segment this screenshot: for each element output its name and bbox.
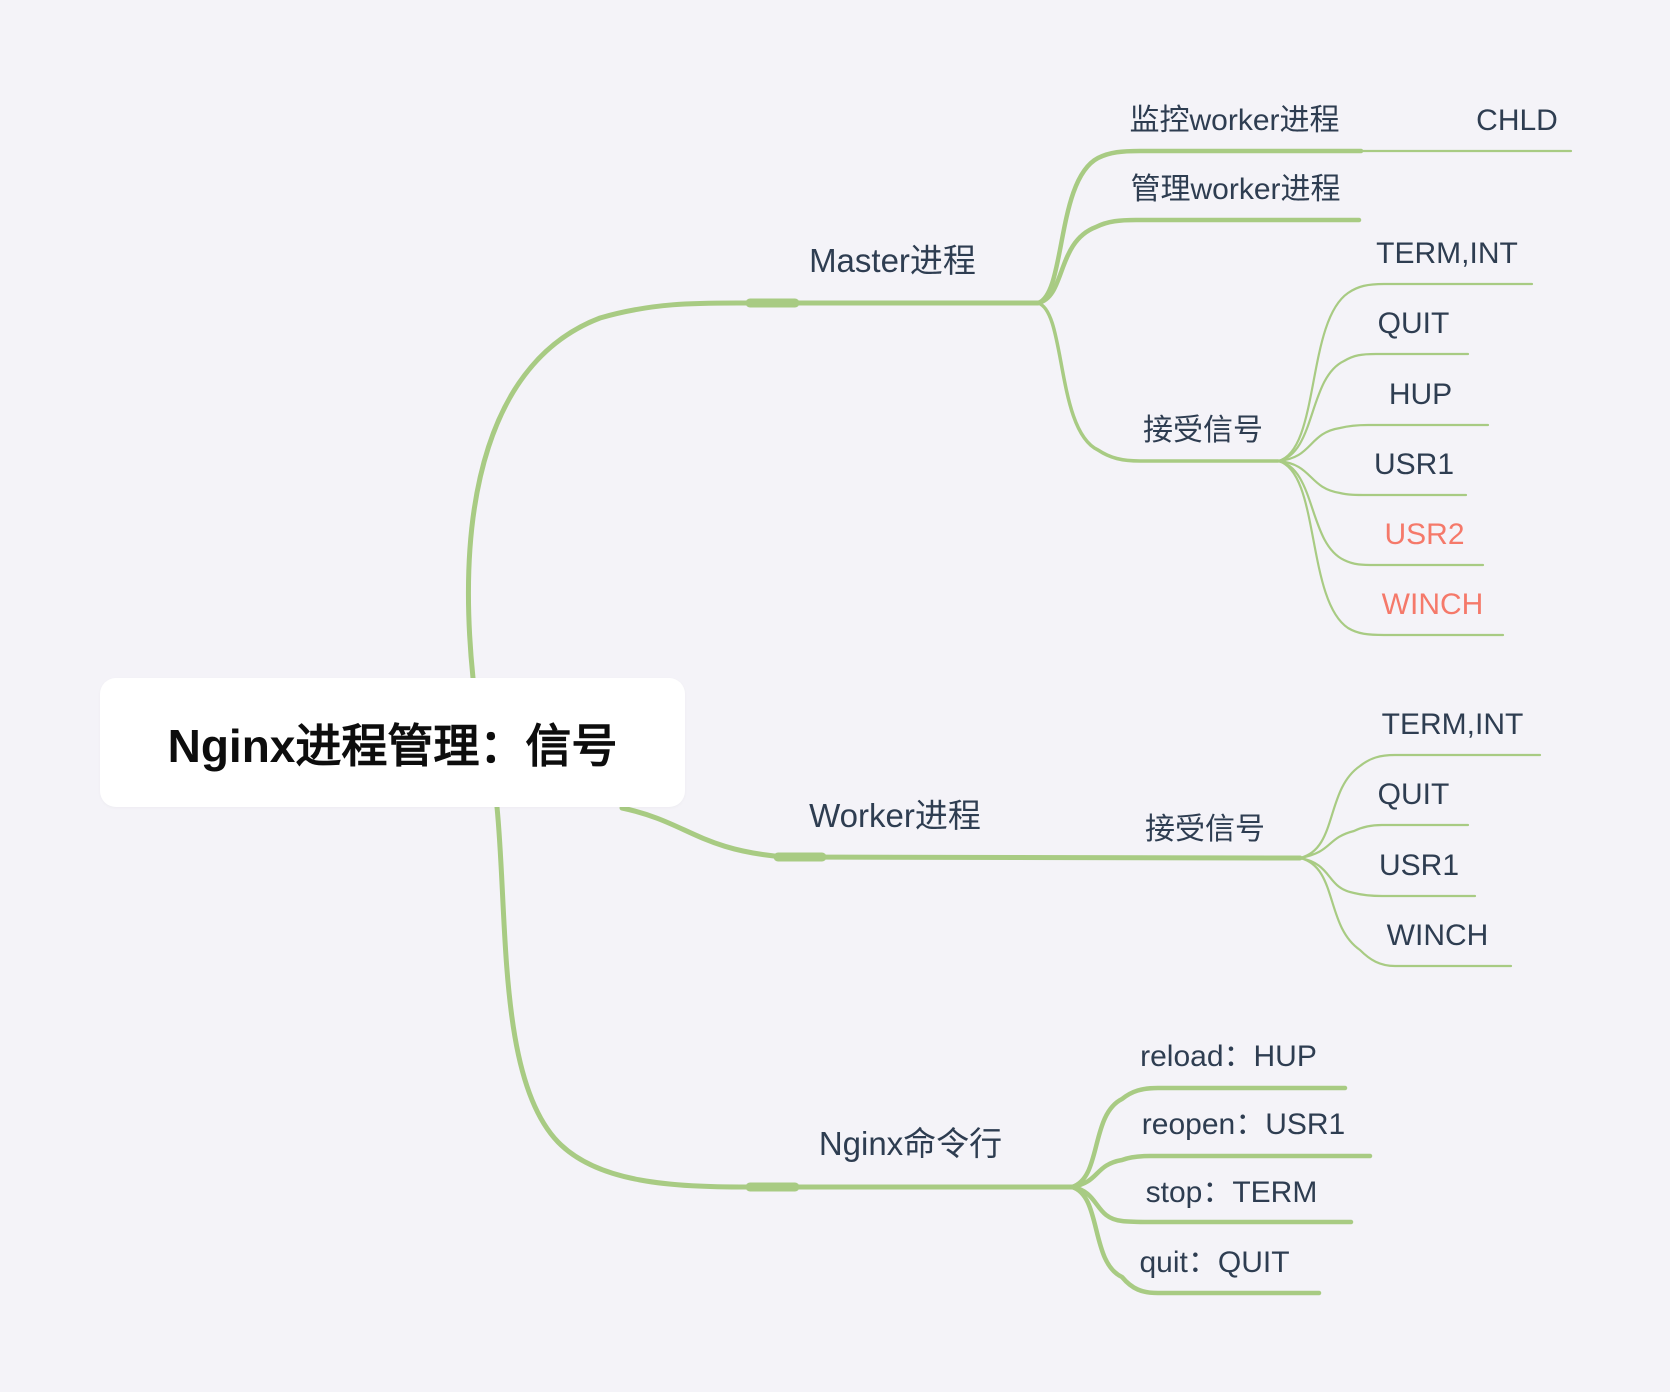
connector-master-signal-usr2 bbox=[1276, 459, 1485, 567]
connector-master-signal-quit bbox=[1276, 352, 1470, 463]
node-worker-receive-signals[interactable]: 接受信号 bbox=[1145, 813, 1265, 846]
node-cli-stop[interactable]: stop：TERM bbox=[1145, 1176, 1318, 1209]
node-master-signal-hup[interactable]: HUP bbox=[1388, 378, 1453, 411]
node-worker-signal-usr1[interactable]: USR1 bbox=[1378, 849, 1460, 882]
node-manage-worker[interactable]: 管理worker进程 bbox=[1130, 173, 1341, 206]
connector-master-signal-usr1 bbox=[1276, 459, 1468, 497]
node-cli-reload[interactable]: reload：HUP bbox=[1140, 1040, 1317, 1073]
connector-master-signal-term bbox=[1276, 282, 1534, 463]
connector-master-signal-hup bbox=[1276, 423, 1490, 463]
connector-cli-reopen bbox=[1069, 1153, 1373, 1190]
node-cli-reopen[interactable]: reopen：USR1 bbox=[1141, 1108, 1346, 1141]
node-master-signal-term-int[interactable]: TERM,INT bbox=[1376, 237, 1518, 270]
connector-master-to-manage bbox=[1035, 217, 1362, 306]
connector-worker-signal-usr1 bbox=[1298, 856, 1477, 898]
connector-cli-reload bbox=[1069, 1085, 1348, 1190]
connector-cli-stop bbox=[1069, 1184, 1354, 1225]
connector-root-to-worker bbox=[619, 805, 1303, 861]
node-worker-signal-winch[interactable]: WINCH bbox=[1386, 919, 1489, 952]
node-worker-signal-quit[interactable]: QUIT bbox=[1377, 778, 1450, 811]
connector-master-to-receive bbox=[1036, 301, 1280, 463]
node-master-receive-signals[interactable]: 接受信号 bbox=[1143, 414, 1263, 447]
node-cli[interactable]: Nginx命令行 bbox=[818, 1125, 1003, 1162]
node-monitor-worker[interactable]: 监控worker进程 bbox=[1129, 104, 1340, 137]
node-cli-quit[interactable]: quit：QUIT bbox=[1139, 1246, 1290, 1279]
node-root[interactable]: Nginx进程管理：信号 bbox=[100, 678, 685, 807]
node-chld-signal[interactable]: CHLD bbox=[1476, 104, 1558, 137]
node-master-signal-usr2[interactable]: USR2 bbox=[1384, 518, 1465, 551]
node-worker-signal-term-int[interactable]: TERM,INT bbox=[1381, 708, 1524, 741]
connector-root-to-master bbox=[466, 300, 1041, 681]
node-master-signal-quit[interactable]: QUIT bbox=[1377, 307, 1450, 340]
connector-worker-signal-winch bbox=[1298, 856, 1513, 968]
connector-worker-signal-term bbox=[1298, 753, 1542, 860]
connector-cli-quit bbox=[1069, 1184, 1322, 1296]
node-master-signal-usr1[interactable]: USR1 bbox=[1373, 448, 1455, 481]
connector-worker-signal-quit bbox=[1298, 823, 1470, 860]
node-master[interactable]: Master进程 bbox=[809, 242, 976, 279]
connector-master-signal-winch bbox=[1276, 459, 1505, 637]
node-worker[interactable]: Worker进程 bbox=[809, 797, 981, 834]
node-master-signal-winch[interactable]: WINCH bbox=[1381, 588, 1484, 621]
connector-root-to-cli bbox=[494, 804, 1075, 1190]
connector-master-to-monitor bbox=[1035, 148, 1364, 306]
